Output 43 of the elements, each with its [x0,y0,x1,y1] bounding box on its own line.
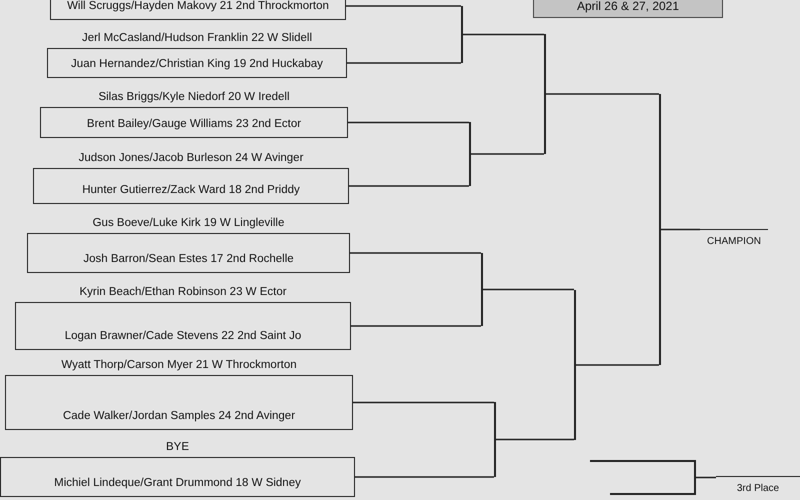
team-name: Silas Briggs/Kyle Niedorf 20 W Iredell [97,90,291,105]
team-name: BYE [164,440,190,455]
bracket-line [481,253,483,326]
bracket-connector [696,476,716,478]
team-name: Judson Jones/Jacob Burleson 24 W Avinger [78,150,304,166]
team-name: Brent Bailey/Gauge Williams 23 2nd Ector [86,116,302,132]
bracket-connector [349,185,469,187]
bracket-connector [350,252,481,254]
bracket-connector [351,325,481,327]
bracket-connector [576,364,659,366]
bracket-connector [348,122,469,124]
result-label: 3rd Place [736,482,780,496]
bracket-line [544,34,546,154]
bracket-connector [483,288,574,290]
team-name: Cade Walker/Jordan Samples 24 2nd Avinger [62,408,296,424]
team-name: Kyrin Beach/Ethan Robinson 23 W Ector [78,284,288,300]
team-name: Logan Brawner/Cade Stevens 22 2nd Saint Jo [64,328,302,344]
bracket-connector [347,62,461,64]
team-name: Michiel Lindeque/Grant Drummond 18 W Sidney [54,476,301,491]
result-label: CHAMPION [707,235,761,249]
team-name: Hunter Gutierrez/Zack Ward 18 2nd Priddy [82,182,300,198]
bracket-line [574,290,576,440]
bracket-line [469,122,471,186]
bracket-connector [346,5,461,7]
bracket-connector [546,93,659,95]
bracket-connector [463,34,544,36]
bracket-line [494,402,496,477]
bracket-connector [661,228,700,230]
team-name: Josh Barron/Sean Estes 17 2nd Rochelle [83,252,294,267]
match-box [50,0,346,20]
team-name: Jerl McCasland/Hudson Franklin 22 W Slidell [80,30,314,46]
bracket-connector [496,438,574,440]
bracket-connector [353,402,494,404]
bracket-line [659,94,661,365]
bracket-connector [355,476,494,478]
team-name: Will Scruggs/Hayden Makovy 21 2nd Throckmorton [67,0,329,14]
date-text: April 26 & 27, 2021 [576,0,680,15]
bracket-connector [471,153,544,155]
team-name: Wyatt Thorp/Carson Myer 21 W Throckmorton [60,358,298,373]
bracket-line [590,460,696,495]
bracket-line [461,6,463,63]
team-name: Juan Hernandez/Christian King 19 2nd Huckabay [71,56,323,72]
team-name: Gus Boeve/Luke Kirk 19 W Lingleville [92,216,286,231]
